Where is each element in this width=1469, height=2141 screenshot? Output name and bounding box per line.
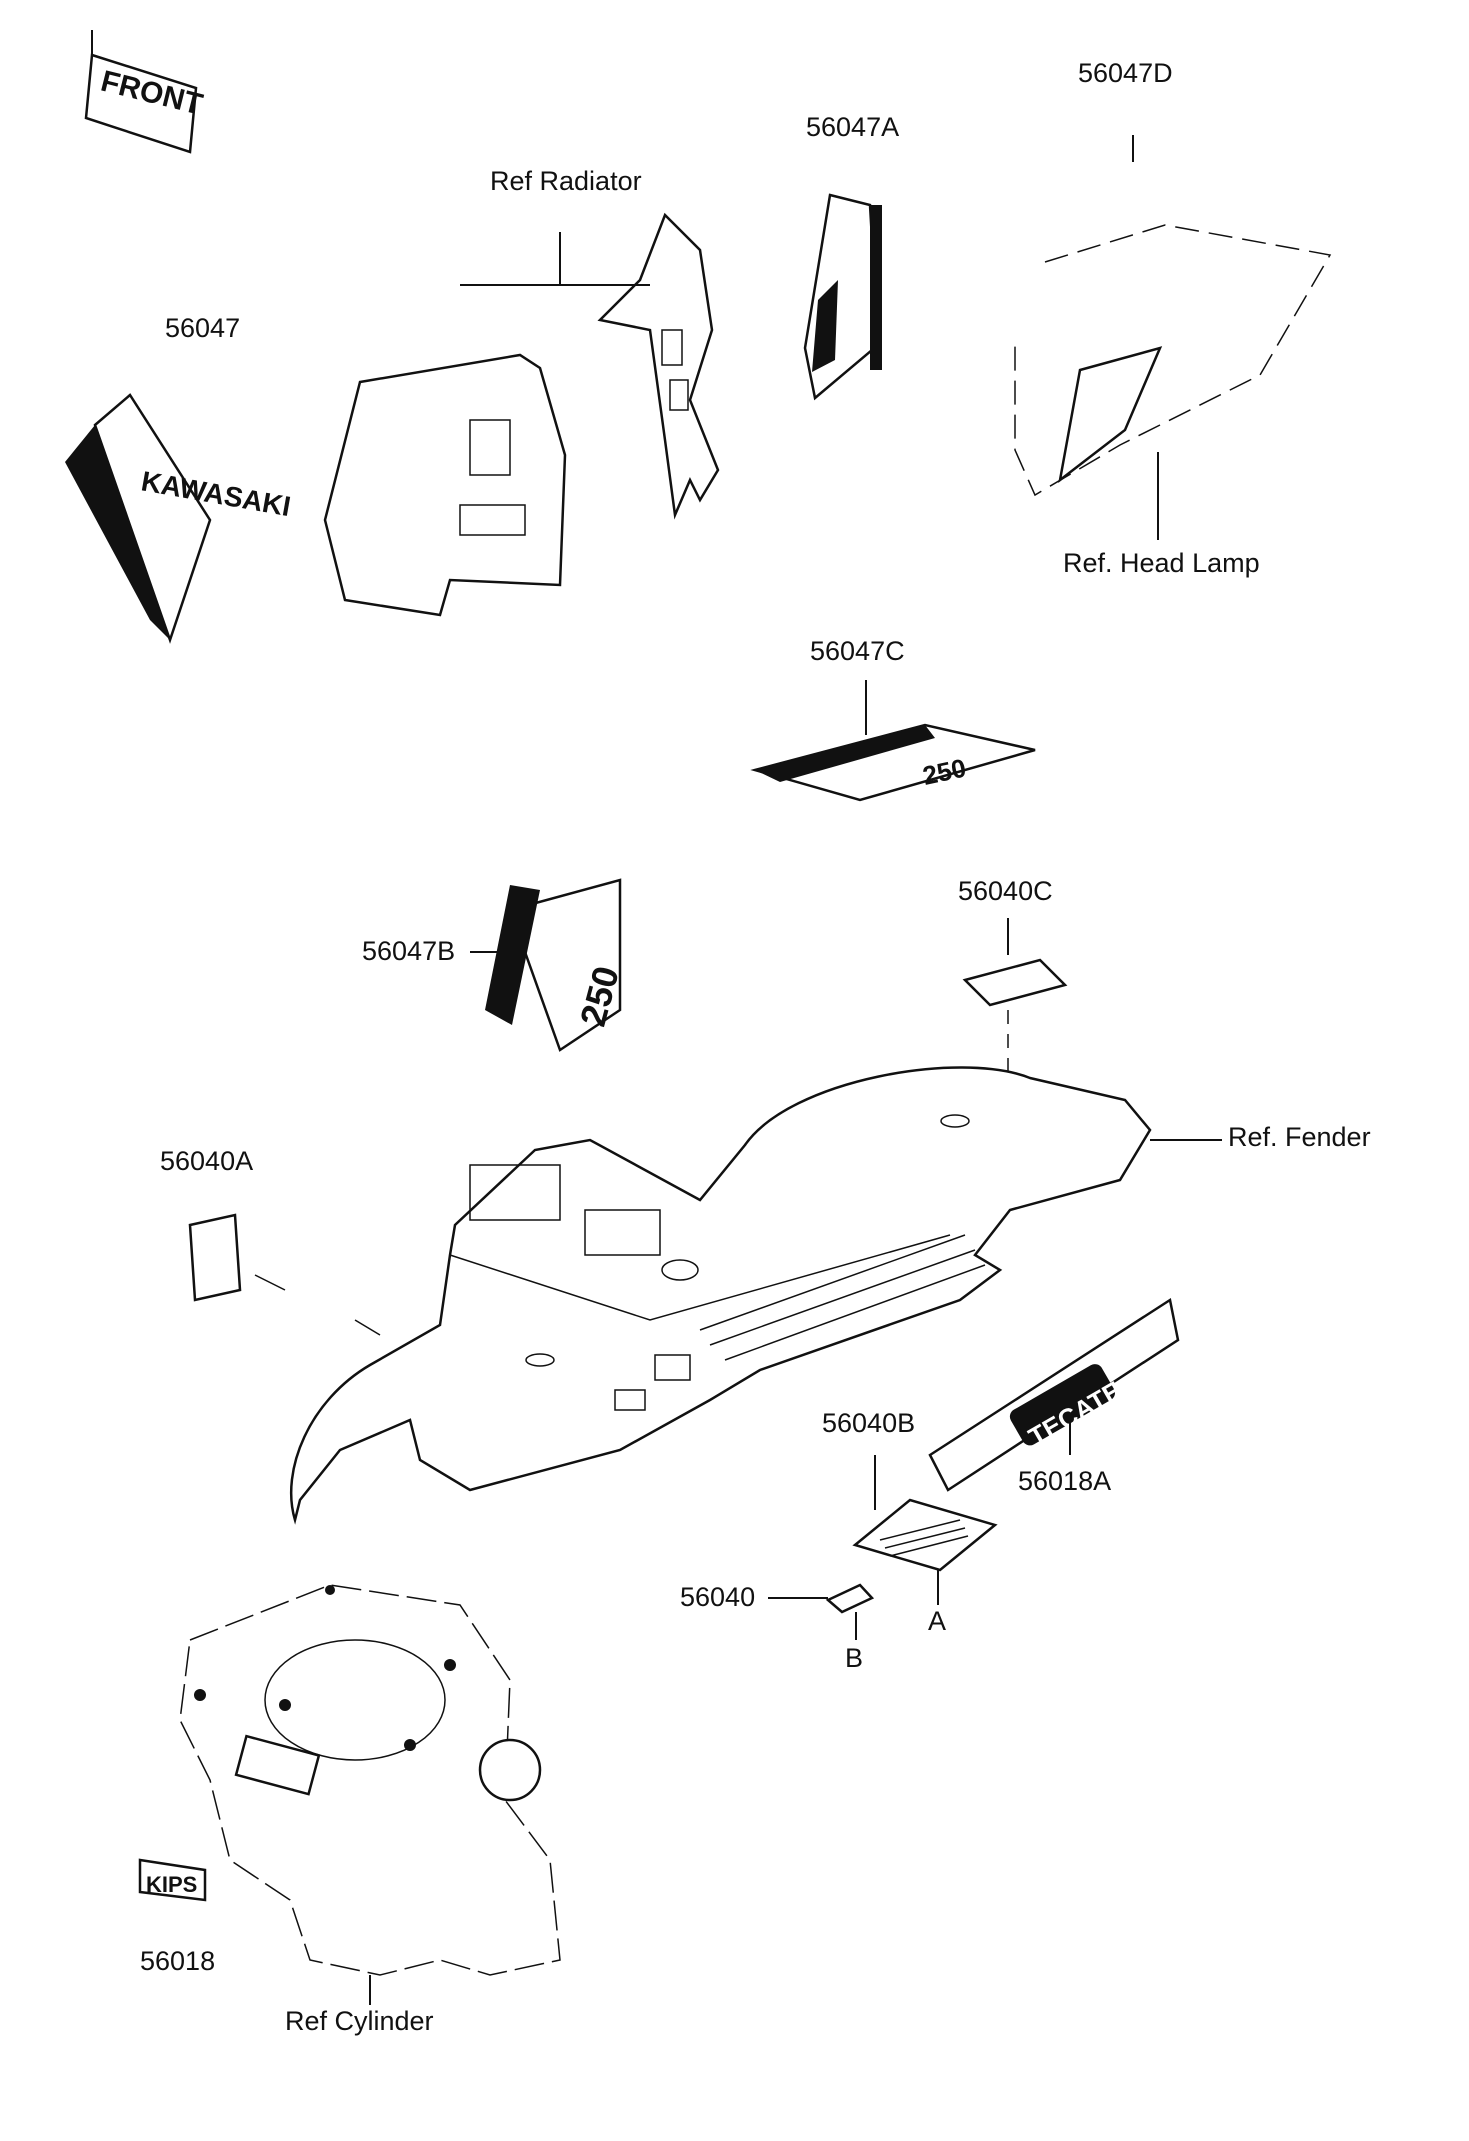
decal-56047A xyxy=(803,193,882,401)
label-56047B: 56047B xyxy=(362,936,455,966)
label-mark-b: B xyxy=(845,1643,863,1673)
label-56040: 56040 xyxy=(680,1582,755,1612)
label-56040B: 56040B xyxy=(822,1408,915,1438)
label-ref-fender: Ref. Fender xyxy=(1228,1122,1371,1152)
label-ref-radiator: Ref Radiator xyxy=(490,166,642,196)
label-56040A: 56040A xyxy=(160,1146,253,1176)
label-mark-a: A xyxy=(928,1606,946,1636)
label-ref-head-lamp: Ref. Head Lamp xyxy=(1063,548,1260,578)
decal-56040A xyxy=(188,1213,242,1302)
label-56047: 56047 xyxy=(165,313,240,343)
label-56047D: 56047D xyxy=(1078,58,1173,88)
side-cover-left xyxy=(323,353,567,617)
decal-56047C: 250 xyxy=(750,723,1036,802)
label-56018: 56018 xyxy=(140,1946,215,1976)
decal-56040 xyxy=(825,1583,875,1614)
label-56047A: 56047A xyxy=(806,112,899,142)
radiator-shroud xyxy=(597,212,720,520)
fender-assembly xyxy=(290,1066,1152,1525)
decal-56047-kawasaki: KAWASAKI xyxy=(65,393,293,644)
decal-56047B: 250 xyxy=(485,878,627,1052)
label-56018A: 56018A xyxy=(1018,1466,1111,1496)
label-56040C: 56040C xyxy=(958,876,1053,906)
cylinder xyxy=(179,1584,561,1976)
decal-56040B xyxy=(852,1498,998,1572)
decal-56040C xyxy=(962,958,1068,1007)
decal-56018A-tecate: TECATE xyxy=(928,1297,1180,1492)
head-lamp-cover xyxy=(1014,224,1332,497)
decal-56018-kips: KIPS xyxy=(138,1858,207,1902)
front-indicator: FRONT xyxy=(84,30,206,154)
kips-text: KIPS xyxy=(146,1872,197,1897)
label-ref-cylinder: Ref Cylinder xyxy=(285,2006,434,2036)
label-56047C: 56047C xyxy=(810,636,905,666)
